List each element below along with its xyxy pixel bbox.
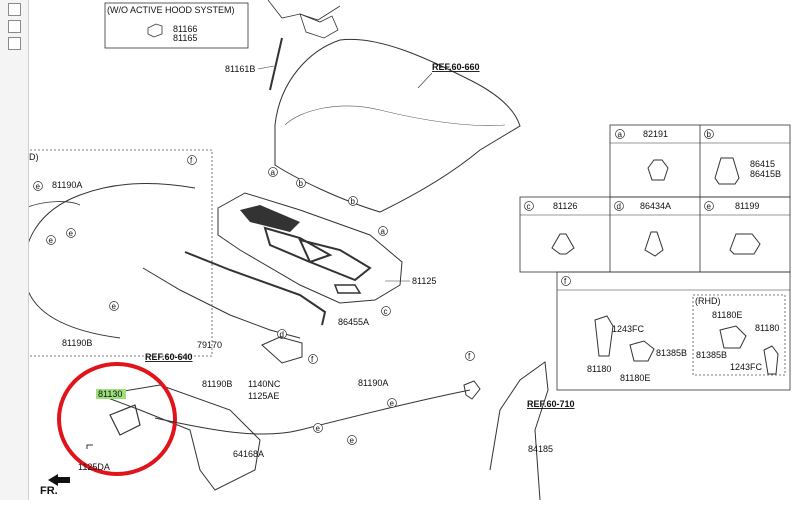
hood-latch: [109, 404, 141, 436]
release-cable-rhd: [23, 183, 196, 339]
image-icon[interactable]: [8, 37, 21, 50]
svg-text:e: e: [316, 424, 321, 433]
table-part-a: 82191: [643, 129, 668, 139]
parts-table: [519, 124, 791, 391]
svg-text:e: e: [36, 182, 41, 191]
release-lever: [261, 336, 303, 364]
svg-text:a: a: [271, 168, 276, 177]
bumper-icon: [647, 159, 669, 181]
release-cable: [154, 389, 471, 435]
rhd-sub-box: [692, 294, 786, 376]
highlight-box: [96, 389, 126, 399]
part-81125: 81125: [412, 276, 436, 286]
svg-text:b: b: [707, 130, 712, 139]
part-1140NC: 1140NC: [248, 379, 281, 389]
svg-text:f: f: [190, 156, 193, 165]
part-79170: 79170: [197, 340, 222, 350]
part-1125AE: 1125AE: [248, 391, 279, 401]
parts-diagram: (W/O ACTIVE HOOD SYSTEM) 81166 81165 811…: [9, 0, 791, 501]
rhd-box-label: (RHD): [29, 152, 39, 162]
fastener-icon: [644, 231, 664, 257]
hood-insulator: [217, 192, 403, 304]
highlight-part: 81130: [98, 389, 122, 399]
table-f-part-1: 1243FC: [612, 324, 645, 334]
parts-diagram-canvas: (W/O ACTIVE HOOD SYSTEM) 81166 81165 811…: [9, 0, 810, 501]
clip-icon: [551, 233, 575, 255]
mail-icon[interactable]: [8, 3, 21, 16]
table-f-rhd-2: 81180: [755, 323, 779, 333]
part-81161B: 81161B: [225, 64, 255, 74]
header-box: [104, 2, 249, 49]
part-86455A: 86455A: [338, 317, 369, 327]
svg-text:e: e: [112, 302, 117, 311]
svg-text:d: d: [280, 330, 284, 339]
rhd-sub-label: (RHD): [695, 296, 721, 306]
ref-hood: REF.60-660: [432, 62, 480, 72]
part-64168A: 64168A: [233, 449, 264, 459]
part-84185: 84185: [528, 444, 553, 454]
table-part-c: 81126: [553, 201, 577, 211]
svg-text:f: f: [468, 352, 471, 361]
fr-label: FR.: [40, 485, 58, 497]
table-f-part-4: 81385B: [656, 348, 687, 358]
svg-text:e: e: [49, 236, 54, 245]
svg-text:b: b: [351, 197, 356, 206]
header-note: (W/O ACTIVE HOOD SYSTEM): [107, 5, 235, 15]
ref-left: REF.60-640: [145, 352, 193, 362]
part-1125DA: 1125DA: [78, 462, 110, 472]
part-81190B: 81190B: [202, 379, 232, 389]
svg-text:c: c: [384, 307, 388, 316]
ref-right: REF.60-710: [527, 399, 575, 409]
table-f-rhd-1: 81180E: [712, 310, 742, 320]
svg-text:d: d: [617, 202, 621, 211]
red-circle-annotation: [57, 362, 177, 476]
front-arrow-icon: [48, 474, 70, 486]
svg-text:a: a: [381, 227, 386, 236]
svg-text:c: c: [527, 202, 531, 211]
header-part-1: 81166: [173, 24, 197, 34]
svg-text:e: e: [69, 229, 74, 238]
latch-icon: [147, 23, 163, 38]
viewer-toolbar: [0, 0, 29, 500]
table-f-rhd-3: 81385B: [696, 350, 727, 360]
print-icon[interactable]: [8, 20, 21, 33]
svg-text:a: a: [618, 130, 623, 139]
lever-icon: [594, 315, 614, 357]
svg-text:f: f: [311, 355, 314, 364]
table-part-d: 86434A: [640, 201, 671, 211]
header-part-2: 81165: [173, 33, 197, 43]
table-f-rhd-4: 1243FC: [730, 362, 763, 372]
svg-text:e: e: [707, 202, 712, 211]
svg-text:f: f: [564, 277, 567, 286]
part-81190B-rhd: 81190B: [62, 338, 92, 348]
hood-panel: [274, 38, 521, 213]
table-f-part-2: 81180: [587, 364, 611, 374]
part-81190A-rhd: 81190A: [52, 180, 82, 190]
hood-strut: [269, 37, 283, 91]
part-81190A: 81190A: [358, 378, 388, 388]
table-part-e: 81199: [735, 201, 759, 211]
svg-text:b: b: [299, 179, 304, 188]
table-part-b-top: 86415: [750, 159, 775, 169]
table-f-part-3: 81180E: [620, 373, 650, 383]
fender-apron: [489, 361, 549, 501]
hood-hinge: [299, 13, 339, 39]
svg-text:e: e: [350, 436, 355, 445]
svg-text:e: e: [390, 399, 395, 408]
cable-clip-icon: [729, 233, 761, 255]
table-part-b-bottom: 86415B: [750, 169, 781, 179]
stopper-icon: [714, 157, 740, 185]
